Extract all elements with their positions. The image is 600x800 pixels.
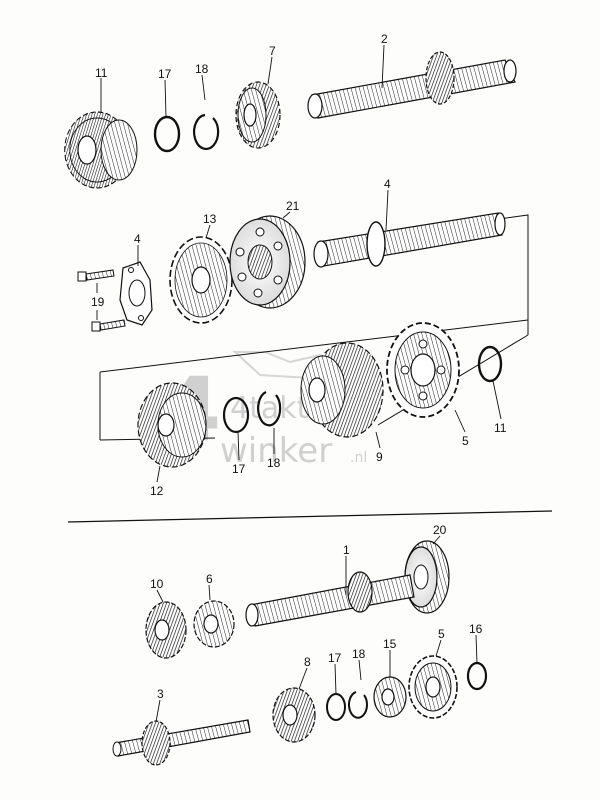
- callout-18-bottom: 18: [352, 647, 366, 661]
- washer-11-middle: [477, 345, 503, 383]
- bearing-20: [404, 540, 450, 614]
- bolt-19-upper: [77, 269, 115, 282]
- callout-19: 19: [91, 295, 105, 309]
- callout-17-bottom: 17: [328, 651, 342, 665]
- shaft-2: [307, 51, 517, 119]
- gear-9: [300, 342, 384, 438]
- washer-17-top: [153, 115, 181, 153]
- callout-5-bottom: 5: [438, 627, 445, 641]
- shaft-1: [245, 571, 415, 627]
- sprocket-13: [169, 236, 233, 324]
- leader-lines: [96, 44, 502, 723]
- callout-8: 8: [304, 655, 311, 669]
- shaft-3: [112, 719, 251, 766]
- washer-16: [466, 661, 488, 691]
- callout-7: 7: [269, 44, 276, 58]
- section-divider: [67, 510, 553, 523]
- gear-11-top: [64, 111, 138, 189]
- lock-plate-4: [119, 261, 153, 326]
- callout-16: 16: [469, 622, 483, 636]
- callout-15: 15: [383, 637, 397, 651]
- gear-7: [235, 81, 281, 149]
- bush-15: [373, 676, 407, 718]
- callout-11-middle: 11: [494, 421, 507, 435]
- circlip-18-bottom: [347, 691, 368, 719]
- callout-18-middle: 18: [267, 456, 281, 470]
- callout-9: 9: [376, 450, 383, 464]
- callout-21: 21: [286, 199, 300, 213]
- circlip-18-middle: [257, 391, 282, 427]
- bolt-19-lower: [91, 319, 126, 332]
- gear-8: [272, 687, 316, 743]
- callout-10: 10: [150, 577, 164, 591]
- washer-17-middle: [222, 396, 250, 434]
- callout-1: 1: [343, 543, 350, 557]
- callout-5-middle: 5: [462, 434, 469, 448]
- callout-labels: 11 17 18 7 2 4 13 21 4 19 12 17 18 9 5 1…: [91, 32, 507, 701]
- callout-4-shaft: 4: [384, 177, 391, 191]
- callout-17-middle: 17: [232, 462, 246, 476]
- shaft-4: [313, 212, 506, 268]
- callout-6: 6: [206, 572, 213, 586]
- callout-2: 2: [381, 32, 388, 46]
- callout-3: 3: [157, 687, 164, 701]
- callout-11-top: 11: [95, 66, 108, 80]
- callout-13: 13: [203, 212, 217, 226]
- gear-10: [145, 601, 187, 659]
- gear-5-bottom: [408, 655, 458, 719]
- washer-17-bottom: [326, 693, 346, 721]
- callout-20: 20: [433, 523, 447, 537]
- bearing-21: [229, 215, 306, 309]
- watermark: 4 4takt winker .nl: [160, 351, 367, 471]
- gear-6: [193, 600, 235, 648]
- watermark-line1: 4takt: [230, 391, 309, 426]
- callout-18-top: 18: [195, 62, 209, 76]
- callout-17-top: 17: [158, 67, 172, 81]
- gear-5-middle: [386, 322, 460, 418]
- gear-12: [137, 382, 207, 468]
- callout-4-lockplate: 4: [134, 232, 141, 246]
- callout-12: 12: [150, 484, 164, 498]
- circlip-18-top: [193, 113, 220, 150]
- watermark-suffix: .nl: [350, 450, 367, 466]
